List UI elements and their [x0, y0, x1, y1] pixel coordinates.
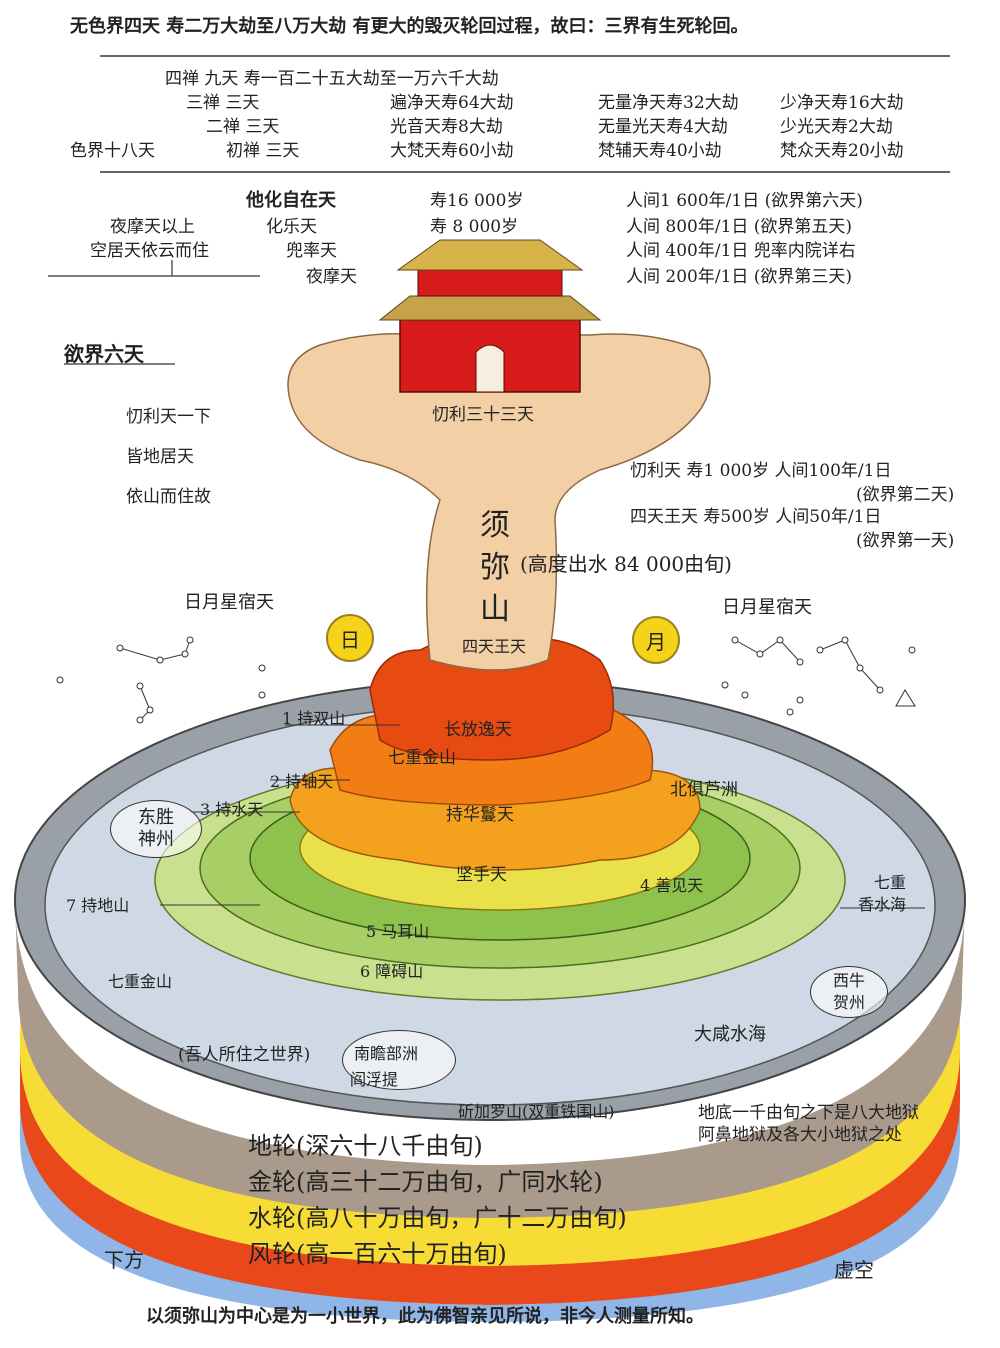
tier-1-label: 长放逸天 [444, 720, 512, 740]
form-col3-row3: 梵众天寿20小劫 [780, 141, 904, 161]
below-label: 下方 [104, 1248, 144, 1272]
mountain-4: 4 善见天 [640, 876, 704, 895]
form-col3-row2: 少光天寿2大劫 [780, 117, 893, 137]
desire-note-2: 皆地居天 [126, 447, 194, 467]
fourth-dhyana: 四禅 九天 寿一百二十五大劫至一万六千大劫 [165, 69, 499, 89]
mountain-7: 7 持地山 [66, 896, 130, 915]
four-kings-row: 四天王天 寿500岁 人间50年/1日 [630, 507, 882, 527]
desire-note-3: 依山而住故 [126, 487, 211, 507]
desire-realm-title: 欲界六天 [64, 342, 144, 366]
four-kings-label: 四天王天 [462, 637, 527, 656]
mountain-2: 2 持轴天 [270, 772, 334, 791]
tier-2-label: 七重金山 [388, 748, 456, 768]
continent-south-alt: 阎浮提 [350, 1070, 399, 1089]
header-line: 无色界四天 寿二万大劫至八万大劫 有更大的毁灭轮回过程，故曰：三界有生死轮回。 [70, 16, 749, 37]
salt-ocean-label: 大咸水海 [694, 1024, 766, 1045]
sumeru-column [287, 333, 711, 671]
tier-1 [369, 635, 615, 761]
celestial-right: 日月星宿天 [722, 597, 812, 618]
form-col2-row1: 无量净天寿32大劫 [598, 93, 739, 113]
water-wheel-label: 水轮(高八十万由旬，广十二万由旬) [248, 1204, 627, 1232]
form-col2-row3: 梵辅天寿40小劫 [598, 141, 722, 161]
mountain-5: 5 马耳山 [366, 922, 430, 941]
palace [378, 239, 602, 393]
hell-note-1: 地底一千由旬之下是八大地狱 [698, 1103, 919, 1123]
mountain-1: 1 持双山 [282, 709, 346, 728]
human-eq-5: 人间 800年/1日 (欲界第五天) [626, 217, 853, 237]
sumeru-height: (高度出水 84 000由旬) [520, 552, 732, 576]
human-eq-3: 人间 200年/1日 (欲界第三天) [626, 267, 853, 287]
void-label: 虚空 [834, 1258, 874, 1282]
desire-note-1: 忉利天一下 [126, 407, 211, 427]
continent-west: 西牛 贺州 [810, 966, 888, 1018]
lifespan-16000: 寿16 000岁 [430, 191, 524, 211]
note-above-yama: 夜摩天以上 [110, 217, 195, 237]
iron-ring-label: 斫加罗山(双重铁围山) [458, 1102, 615, 1121]
heaven-paranirmita: 他化自在天 [246, 190, 336, 211]
leader-lines [160, 724, 925, 909]
heaven-tusita: 兜率天 [286, 241, 337, 261]
human-eq-6: 人间1 600年/1日 (欲界第六天) [626, 191, 863, 211]
mountain-3: 3 持水天 [200, 800, 264, 819]
trayastrimsa-row: 忉利天 寿1 000岁 人间100年/1日 [630, 461, 892, 481]
seven-gold-left: 七重金山 [108, 972, 173, 991]
our-world-note: (吾人所住之世界) [178, 1045, 311, 1065]
human-eq-4: 人间 400年/1日 兜率内院详右 [626, 241, 856, 261]
wind-wheel-label: 风轮(高一百六十万由旬) [248, 1240, 507, 1268]
form-col1-row3: 大梵天寿60小劫 [390, 141, 514, 161]
four-kings-note: (欲界第一天) [856, 531, 955, 551]
continent-south-oval [342, 1030, 456, 1090]
form-col1-row2: 光音天寿8大劫 [390, 117, 503, 137]
sun-icon: 日 [326, 614, 374, 662]
gold-wheel-label: 金轮(高三十二万由旬，广同水轮) [248, 1168, 603, 1196]
sumeru-char-3: 山 [480, 592, 510, 627]
form-realm-label: 色界十八天 [70, 141, 155, 161]
footer-caption: 以须弥山为中心是为一小世界，此为佛智亲见所说，非今人测量所知。 [146, 1306, 704, 1327]
tier-3-label: 持华鬘天 [446, 805, 514, 825]
lifespan-8000: 寿 8 000岁 [430, 217, 519, 237]
sumeru-char-2: 弥 [480, 550, 510, 585]
continent-south: 南瞻部洲 [354, 1044, 419, 1063]
constellations [56, 636, 916, 724]
tier-4-label: 坚手天 [456, 865, 507, 885]
sumeru-tiers [289, 635, 701, 871]
first-dhyana: 初禅 三天 [226, 141, 300, 161]
cloud-column [287, 333, 711, 671]
sumeru-name: 须 弥 山 [480, 505, 510, 631]
continent-east: 东胜 神州 [110, 800, 202, 858]
mountain-6: 6 障碍山 [360, 962, 424, 981]
form-col2-row2: 无量光天寿4大劫 [598, 117, 728, 137]
form-col1-row1: 遍净天寿64大劫 [390, 93, 514, 113]
celestial-left: 日月星宿天 [184, 592, 274, 613]
continent-north: 北俱芦洲 [670, 780, 738, 800]
trayastrimsa-label: 忉利三十三天 [432, 405, 534, 425]
second-dhyana: 二禅 三天 [206, 117, 280, 137]
third-dhyana: 三禅 三天 [186, 93, 260, 113]
heaven-nirmanarati: 化乐天 [266, 217, 317, 237]
hell-note-2: 阿鼻地狱及各大小地狱之处 [698, 1125, 902, 1145]
earth-wheel-label: 地轮(深六十八千由旬) [248, 1132, 483, 1160]
fragrant-sea-label: 七重 香水海 [858, 873, 907, 914]
form-col3-row1: 少净天寿16大劫 [780, 93, 904, 113]
trayastrimsa-note: (欲界第二天) [856, 485, 955, 505]
heaven-yama: 夜摩天 [306, 267, 357, 287]
moon-icon: 月 [632, 616, 680, 664]
note-cloud-dwelling: 空居天依云而住 [90, 241, 209, 261]
sumeru-char-1: 须 [480, 508, 510, 543]
